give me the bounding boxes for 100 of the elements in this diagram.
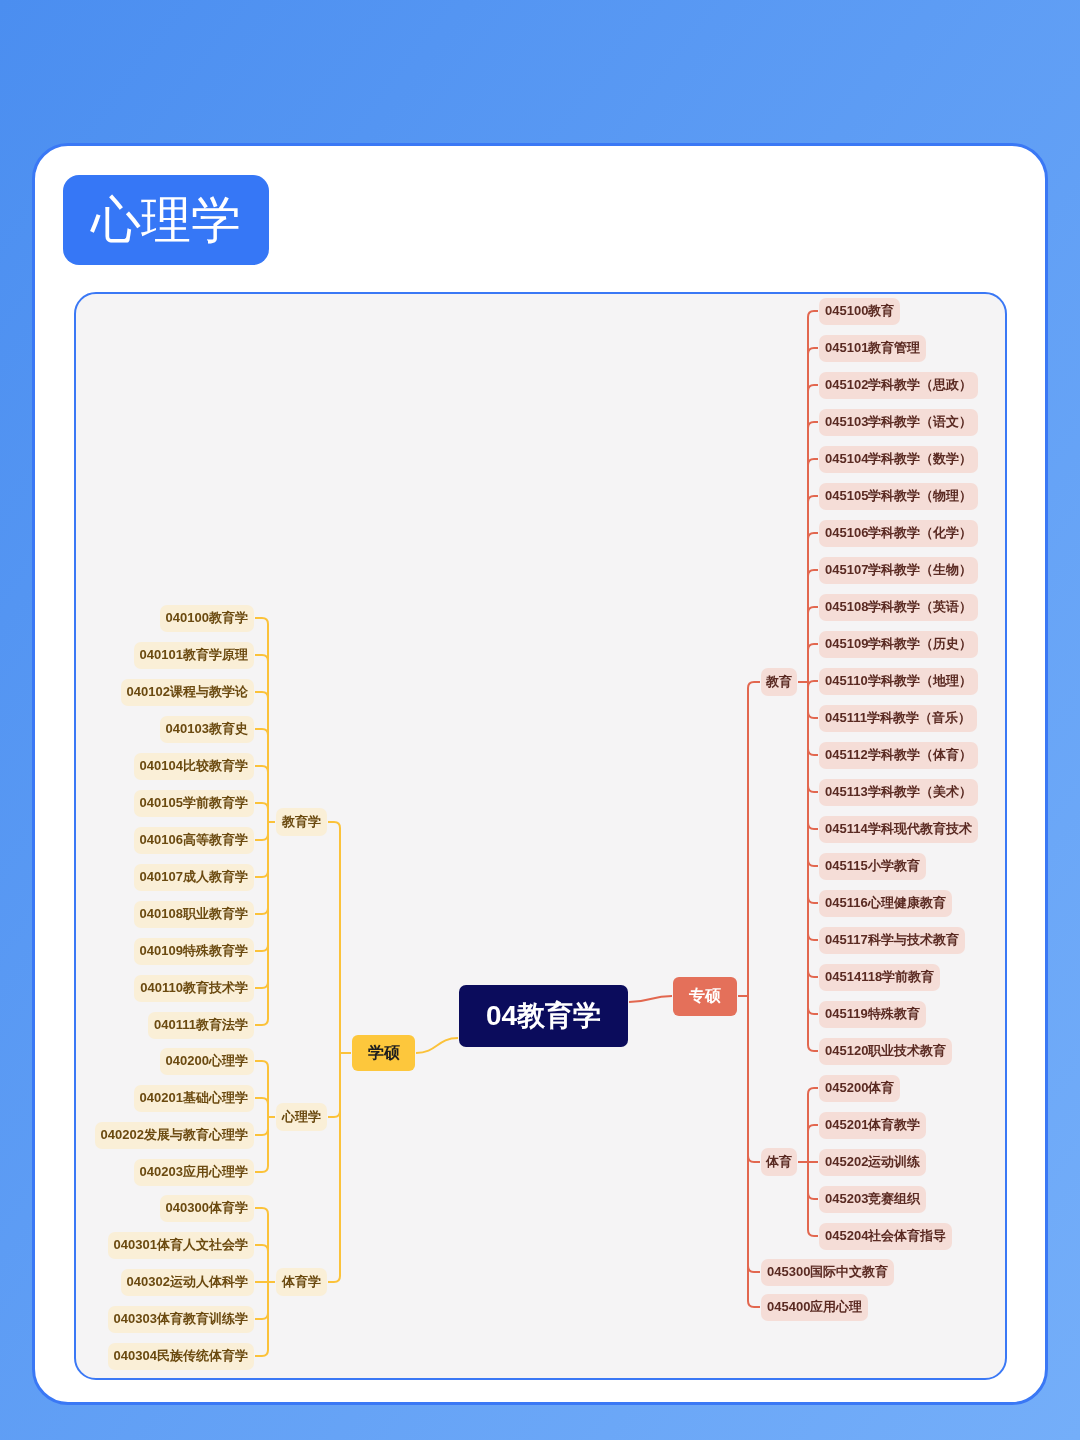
leaf-topic: 045116心理健康教育: [819, 889, 952, 917]
connector-line: [254, 1060, 269, 1068]
connector-line: [254, 765, 269, 773]
connector-line: [254, 1097, 269, 1105]
connector-line: [797, 316, 809, 1046]
leaf-topic: 045103学科教学（语文）: [819, 408, 979, 436]
leaf-topic: 040109特殊教育学: [133, 937, 254, 965]
leaf-topic: 045200体育: [819, 1074, 901, 1102]
leaf-topic: 045106学科教学（化学）: [819, 519, 979, 547]
connector-line: [254, 981, 269, 989]
connector-line: [254, 728, 269, 736]
leaf-topic: 045101教育管理: [819, 334, 927, 362]
leaf-topic: 045105学科教学（物理）: [819, 482, 979, 510]
leaf-topic: 045119特殊教育: [819, 1000, 926, 1028]
connector-line: [807, 1192, 819, 1200]
connector-line: [254, 833, 269, 841]
connector-line: [267, 1213, 276, 1351]
leaf-topic: 040102课程与教学论: [120, 678, 254, 706]
leaf-topic: 045111学科教学（音乐）: [819, 704, 977, 732]
main-branch-topic: 学硕: [352, 1035, 415, 1071]
leaf-topic: 045400应用心理: [761, 1293, 869, 1321]
connector-line: [254, 691, 269, 699]
leaf-topic: 045112学科教学（体育）: [819, 741, 978, 769]
leaf-topic: 040303体育教育训练学: [107, 1305, 254, 1333]
connector-line: [267, 1066, 276, 1167]
leaf-topic: 045102学科教学（思政）: [819, 371, 979, 399]
leaf-topic: 045114学科现代教育技术: [819, 815, 978, 843]
connector-line: [807, 785, 819, 793]
connector-line: [339, 827, 352, 1277]
connector-line: [807, 970, 819, 978]
connector-line: [254, 1018, 269, 1026]
leaf-topic: 045100教育: [819, 297, 901, 325]
connector-line: [254, 907, 269, 915]
branch-topic: 体育: [761, 1148, 797, 1176]
leaf-topic: 040111教育法学: [148, 1011, 254, 1039]
leaf-topic: 040200心理学: [159, 1047, 254, 1075]
leaf-topic: 04514118学前教育: [819, 963, 941, 991]
leaf-topic: 040101教育学原理: [133, 641, 254, 669]
connector-line: [747, 1265, 761, 1273]
connector-line: [807, 822, 819, 830]
connector-line: [254, 617, 269, 625]
connector-line: [807, 896, 819, 904]
leaf-topic: 040202发展与教育心理学: [94, 1121, 254, 1149]
connector-line: [327, 1110, 341, 1118]
connector-line: [254, 654, 269, 662]
leaf-topic: 045202运动训练: [819, 1148, 927, 1176]
leaf-topic: 045300国际中文教育: [761, 1258, 895, 1286]
connector-line: [807, 748, 819, 756]
leaf-topic: 045113学科教学（美术）: [819, 778, 978, 806]
connector-line: [807, 569, 819, 577]
connector-line: [327, 1275, 341, 1283]
connector-line: [807, 680, 819, 688]
branch-topic: 心理学: [276, 1103, 327, 1131]
connector-line: [797, 1093, 809, 1231]
connector-line: [807, 532, 819, 540]
branch-topic: 教育: [761, 668, 797, 696]
connector-line: [254, 1165, 269, 1173]
leaf-topic: 045108学科教学（英语）: [819, 593, 979, 621]
leaf-topic: 045203竞赛组织: [819, 1185, 927, 1213]
connector-line: [254, 802, 269, 810]
leaf-topic: 040104比较教育学: [133, 752, 254, 780]
connector-line: [254, 1244, 269, 1252]
connector-line: [747, 1300, 761, 1308]
connector-line: [254, 1349, 269, 1357]
root-topic: 04教育学: [459, 985, 628, 1047]
connector-line: [807, 643, 819, 651]
connector-line: [254, 944, 269, 952]
connector-line: [807, 859, 819, 867]
connector-line: [737, 687, 749, 1302]
leaf-topic: 040100教育学: [159, 604, 254, 632]
connector-line: [807, 606, 819, 614]
leaf-topic: 040304民族传统体育学: [107, 1342, 254, 1370]
leaf-topic: 040108职业教育学: [133, 900, 254, 928]
leaf-topic: 045110学科教学（地理）: [819, 667, 978, 695]
connector-line: [747, 681, 761, 689]
leaf-topic: 045104学科教学（数学）: [819, 445, 979, 473]
connector-line: [415, 1037, 459, 1054]
main-branch-topic: 专硕: [673, 976, 737, 1016]
connector-line: [327, 821, 341, 829]
connector-line: [807, 384, 819, 392]
leaf-topic: 040105学前教育学: [133, 789, 254, 817]
connector-line: [807, 347, 819, 355]
leaf-topic: 040300体育学: [159, 1194, 254, 1222]
connector-line: [807, 1044, 819, 1052]
connector-line: [807, 1161, 819, 1163]
connector-line: [628, 995, 673, 1003]
connector-line: [254, 1207, 269, 1215]
leaf-topic: 045201体育教学: [819, 1111, 927, 1139]
leaf-topic: 040201基础心理学: [133, 1084, 254, 1112]
branch-topic: 体育学: [276, 1268, 327, 1296]
leaf-topic: 040110教育技术学: [134, 974, 254, 1002]
connector-line: [807, 711, 819, 719]
leaf-topic: 040302运动人体科学: [120, 1268, 254, 1296]
connector-line: [807, 1007, 819, 1015]
connector-line: [807, 1087, 819, 1095]
leaf-topic: 040107成人教育学: [133, 863, 254, 891]
connector-line: [254, 1312, 269, 1320]
connector-line: [807, 933, 819, 941]
leaf-topic: 040106高等教育学: [133, 826, 254, 854]
connector-line: [807, 310, 819, 318]
